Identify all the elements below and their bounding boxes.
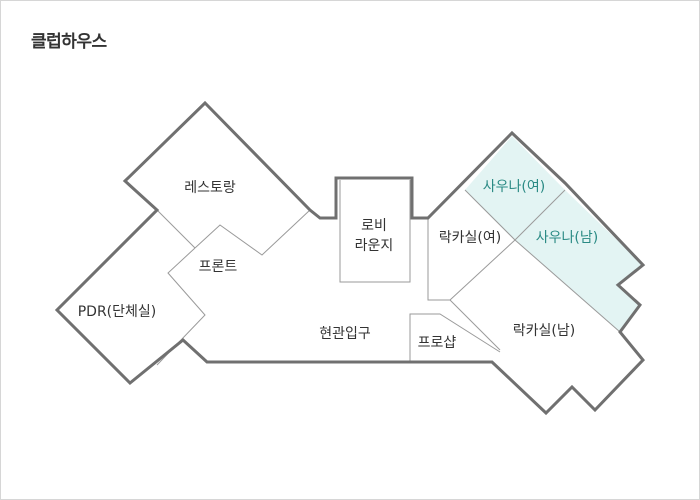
room-label-entrance: 현관입구 (319, 326, 371, 342)
room-label-locker-men: 락카실(남) (513, 323, 575, 339)
room-label-sauna-men: 사우나(남) (536, 230, 598, 246)
wall-sauna-men-locker (514, 239, 621, 333)
wall-lobby (339, 180, 411, 283)
room-label-proshop: 프로샵 (418, 335, 457, 351)
outer-wall (54, 100, 646, 416)
wall-locker-women-men (449, 239, 516, 301)
wall-restaurant-pdr (156, 209, 196, 249)
wall-sauna-divider (514, 189, 566, 241)
room-label-restaurant: 레스토랑 (184, 180, 236, 196)
room-label-locker-women: 락카실(여) (439, 230, 501, 246)
room-label-pdr: PDR(단체실) (78, 304, 157, 320)
room-label-front: 프론트 (199, 259, 238, 275)
wall-proshop (409, 313, 501, 362)
plan-title: 클럽하우스 (31, 32, 107, 52)
room-label-sauna-women: 사우나(여) (483, 179, 545, 195)
wall-sauna-women-locker (464, 189, 516, 241)
wall-corridor-diagonal (449, 299, 501, 351)
sauna-women-area (465, 136, 565, 240)
wall-front-restaurant (194, 209, 311, 256)
sauna-men-area (515, 190, 643, 332)
room-label-lobby-1: 로비 (361, 218, 387, 234)
room-label-lobby-2: 라운지 (355, 238, 394, 254)
wall-locker-women-west (427, 218, 450, 301)
